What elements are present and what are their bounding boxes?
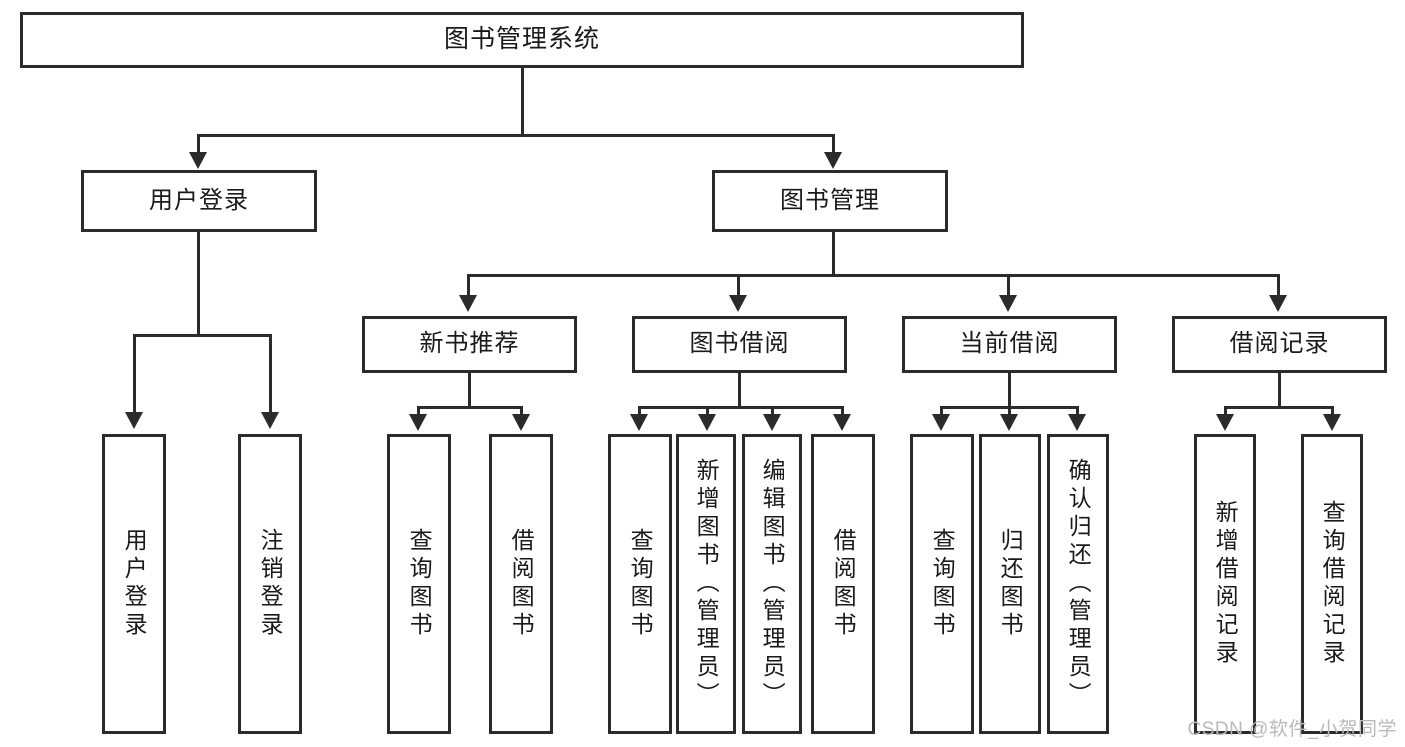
connector-root-stem bbox=[521, 68, 524, 136]
connector-drop-nbr-leaf-1 bbox=[417, 406, 420, 418]
connector-new-book-recommend-bus bbox=[417, 406, 523, 409]
connector-drop-current-borrow bbox=[1007, 274, 1010, 298]
arrowhead-bb-leaf-2 bbox=[698, 414, 716, 431]
arrowhead-nbr-leaf-1 bbox=[409, 414, 427, 431]
node-label: 用户登录 bbox=[149, 186, 249, 214]
arrowhead-bb-leaf-1 bbox=[630, 414, 648, 431]
arrowhead-br-leaf-1 bbox=[1216, 414, 1234, 431]
node-label: 借阅记录 bbox=[1229, 330, 1330, 358]
arrowhead-bb-leaf-4 bbox=[833, 414, 851, 431]
csdn-watermark: CSDN @软件_小贺同学 bbox=[1187, 719, 1397, 740]
arrowhead-borrow-record bbox=[1269, 295, 1287, 312]
arrowhead-current-borrow bbox=[999, 295, 1017, 312]
leaf-cb-query-book[interactable]: 查询图书 bbox=[910, 434, 974, 734]
leaf-bb-add-book-admin[interactable]: 新增图书（管理员） bbox=[676, 434, 736, 734]
leaf-bb-edit-book-admin[interactable]: 编辑图书（管理员） bbox=[742, 434, 802, 734]
node-label: 图书管理系统 bbox=[443, 25, 600, 54]
node-label: 当前借阅 bbox=[959, 330, 1060, 358]
arrowhead-book-borrow bbox=[729, 295, 747, 312]
leaf-nbr-borrow-book[interactable]: 借阅图书 bbox=[489, 434, 553, 734]
node-user-login[interactable]: 用户登录 bbox=[81, 170, 317, 232]
node-label: 图书管理 bbox=[780, 186, 880, 214]
connector-drop-cb-leaf-1 bbox=[940, 406, 943, 418]
leaf-bb-query-book[interactable]: 查询图书 bbox=[608, 434, 672, 734]
leaf-label: 用户登录 bbox=[121, 528, 148, 640]
connector-drop-bb-leaf-1 bbox=[638, 406, 641, 418]
leaf-label: 确认归还（管理员） bbox=[1065, 458, 1092, 710]
connector-book-borrow-bus bbox=[638, 406, 844, 409]
connector-drop-borrow-record bbox=[1277, 274, 1280, 298]
leaf-label: 注销登录 bbox=[257, 528, 284, 640]
node-book-management[interactable]: 图书管理 bbox=[712, 170, 948, 232]
connector-drop-leaf-user-login bbox=[133, 334, 136, 415]
connector-drop-new-book-recommend bbox=[467, 274, 470, 298]
connector-drop-nbr-leaf-2 bbox=[520, 406, 523, 418]
connector-drop-book-management bbox=[832, 134, 835, 155]
leaf-cb-confirm-return-admin[interactable]: 确认归还（管理员） bbox=[1047, 434, 1109, 734]
arrowhead-nbr-leaf-2 bbox=[512, 414, 530, 431]
leaf-label: 新增借阅记录 bbox=[1212, 500, 1239, 668]
connector-new-book-recommend-stem bbox=[468, 373, 471, 409]
connector-drop-leaf-logout bbox=[269, 334, 272, 415]
connector-user-login-stem bbox=[197, 232, 200, 336]
arrowhead-user-login bbox=[189, 152, 207, 169]
node-borrow-record[interactable]: 借阅记录 bbox=[1172, 316, 1387, 373]
node-current-borrow[interactable]: 当前借阅 bbox=[902, 316, 1117, 373]
leaf-user-login[interactable]: 用户登录 bbox=[102, 434, 166, 734]
leaf-label: 查询借阅记录 bbox=[1319, 500, 1346, 668]
node-new-book-recommend[interactable]: 新书推荐 bbox=[362, 316, 577, 373]
connector-root-bus bbox=[197, 134, 835, 137]
arrowhead-cb-leaf-1 bbox=[932, 414, 950, 431]
connector-borrow-record-bus bbox=[1224, 406, 1334, 409]
connector-user-login-bus bbox=[133, 334, 272, 337]
leaf-label: 归还图书 bbox=[997, 528, 1024, 640]
connector-drop-book-borrow bbox=[737, 274, 740, 298]
connector-drop-bb-leaf-3 bbox=[771, 406, 774, 418]
leaf-label: 新增图书（管理员） bbox=[693, 458, 720, 710]
leaf-bb-borrow-book[interactable]: 借阅图书 bbox=[811, 434, 875, 734]
connector-book-borrow-stem bbox=[738, 373, 741, 409]
leaf-label: 查询图书 bbox=[406, 528, 433, 640]
node-book-borrow[interactable]: 图书借阅 bbox=[632, 316, 847, 373]
connector-drop-bb-leaf-4 bbox=[841, 406, 844, 418]
connector-drop-cb-leaf-3 bbox=[1076, 406, 1079, 418]
arrowhead-new-book-recommend bbox=[459, 295, 477, 312]
arrowhead-bb-leaf-3 bbox=[763, 414, 781, 431]
node-label: 新书推荐 bbox=[419, 330, 520, 358]
arrowhead-cb-leaf-2 bbox=[1000, 414, 1018, 431]
leaf-label: 编辑图书（管理员） bbox=[759, 458, 786, 710]
connector-drop-cb-leaf-2 bbox=[1008, 406, 1011, 418]
leaf-label: 查询图书 bbox=[929, 528, 956, 640]
connector-drop-br-leaf-1 bbox=[1224, 406, 1227, 418]
connector-current-borrow-stem bbox=[1008, 373, 1011, 409]
arrowhead-br-leaf-2 bbox=[1323, 414, 1341, 431]
leaf-logout[interactable]: 注销登录 bbox=[238, 434, 302, 734]
leaf-br-query-record[interactable]: 查询借阅记录 bbox=[1301, 434, 1363, 734]
arrowhead-cb-leaf-3 bbox=[1068, 414, 1086, 431]
connector-drop-br-leaf-2 bbox=[1331, 406, 1334, 418]
connector-borrow-record-stem bbox=[1278, 373, 1281, 409]
connector-drop-bb-leaf-2 bbox=[706, 406, 709, 418]
leaf-cb-return-book[interactable]: 归还图书 bbox=[979, 434, 1041, 734]
connector-drop-user-login bbox=[197, 134, 200, 155]
arrowhead-leaf-user-login bbox=[125, 412, 143, 429]
node-root-book-management-system[interactable]: 图书管理系统 bbox=[20, 12, 1024, 68]
leaf-label: 查询图书 bbox=[627, 528, 654, 640]
leaf-label: 借阅图书 bbox=[830, 528, 857, 640]
arrowhead-leaf-logout bbox=[261, 412, 279, 429]
arrowhead-book-management bbox=[824, 152, 842, 169]
leaf-label: 借阅图书 bbox=[508, 528, 535, 640]
connector-book-management-bus bbox=[467, 274, 1280, 277]
leaf-br-add-record[interactable]: 新增借阅记录 bbox=[1194, 434, 1256, 734]
connector-book-management-stem bbox=[832, 232, 835, 276]
node-label: 图书借阅 bbox=[689, 330, 790, 358]
leaf-nbr-query-book[interactable]: 查询图书 bbox=[387, 434, 451, 734]
